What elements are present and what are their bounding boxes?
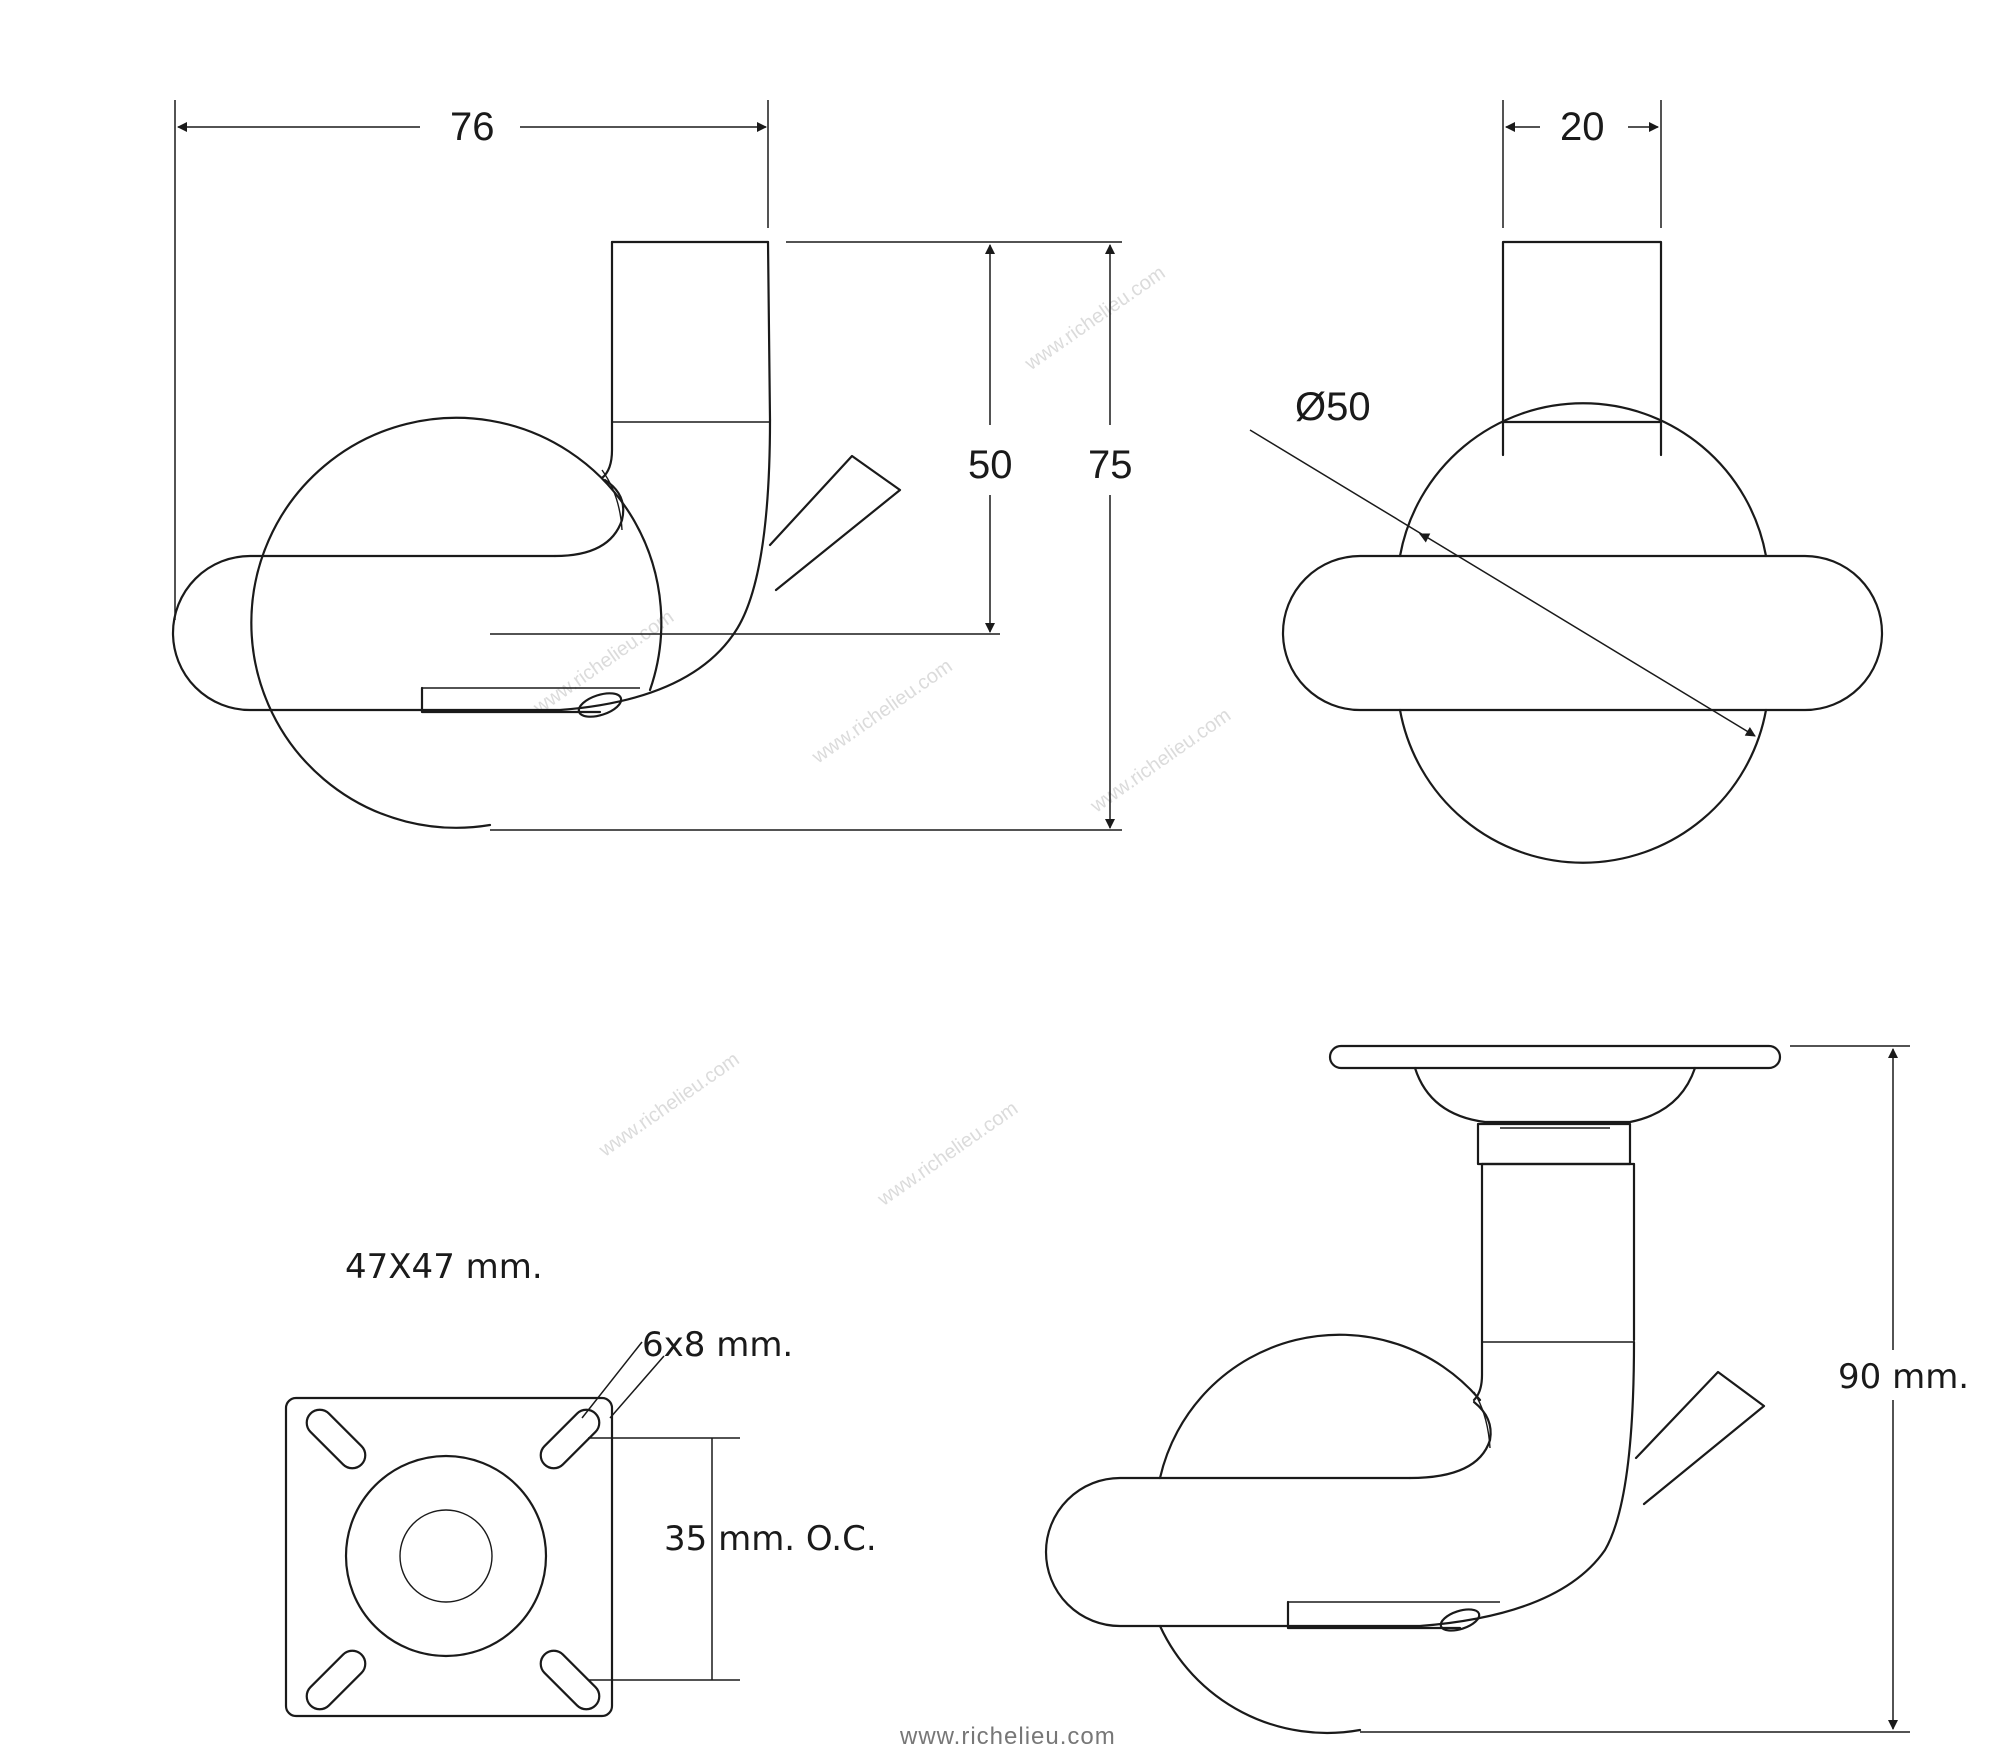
assembled-view-dimensions: 90 mm. (1360, 1045, 1969, 1733)
side-bracket (420, 686, 602, 714)
side-stem (600, 240, 614, 480)
watermark-ghost: www.richelieu.com (529, 606, 678, 720)
assembled-arm (1044, 1340, 1636, 1628)
side-arm (171, 418, 772, 712)
assembled-arm-bend-inner (1473, 1391, 1491, 1449)
assembled-axle-slot (1439, 1608, 1481, 1632)
front-stem (1501, 240, 1663, 424)
slot-leader-1 (581, 1341, 643, 1419)
plate-swivel-outer (344, 1454, 548, 1658)
dim-diameter-leader (1249, 429, 1756, 737)
watermark-ghost: www.richelieu.com (807, 655, 956, 769)
plate-swivel-inner (399, 1509, 493, 1603)
assembled-swivel-neck (1476, 1122, 1632, 1166)
plate-view (284, 1396, 614, 1718)
website-watermark: www.richelieu.com (899, 1723, 1116, 1750)
dim-label-plate-size: 47X47 mm. (345, 1247, 543, 1287)
assembled-bracket (1286, 1600, 1462, 1630)
watermark-ghost: www.richelieu.com (1086, 704, 1235, 818)
watermark-ghost: www.richelieu.com (1020, 262, 1169, 376)
dim-label-overall-height: 90 mm. (1838, 1357, 1969, 1397)
dim-label-diameter: Ø50 (1295, 385, 1371, 429)
side-stem-right (766, 240, 772, 422)
watermark-ghost: www.richelieu.com (594, 1048, 743, 1162)
plate-slot-bottom-right (539, 1649, 601, 1711)
dim-label-76: 76 (450, 105, 495, 149)
dim-label-75: 75 (1088, 443, 1133, 487)
side-view-dimensions: 76 50 75 (174, 100, 1133, 831)
side-view (171, 240, 1000, 829)
assembled-wheel (1158, 1333, 1482, 1735)
side-axle-slot (577, 692, 623, 718)
side-wheel (250, 416, 663, 829)
assembled-view (1044, 1044, 1782, 1735)
dim-label-hole-spacing: 35 mm. O.C. (664, 1519, 877, 1559)
front-wheel (1398, 402, 1768, 864)
front-axle-housing (1281, 554, 1884, 712)
side-arm-bend (553, 478, 625, 558)
assembled-arm-bend (1408, 1400, 1492, 1480)
plate-view-dimensions: 47X47 mm. 6x8 mm. 35 mm. O.C. (345, 1247, 877, 1681)
assembled-brake-lever (1634, 1370, 1766, 1506)
front-view-dimensions: 20 (1502, 100, 1662, 228)
plate-slot-bottom-left (305, 1649, 367, 1711)
plate-slot-top-right (539, 1408, 601, 1470)
watermark-ghost: www.richelieu.com (873, 1097, 1022, 1211)
slot-leader-2 (609, 1355, 665, 1419)
dim-label-50: 50 (968, 443, 1013, 487)
assembled-stem (1472, 1162, 1636, 1402)
dim-diameter-start (1419, 533, 1431, 543)
assembled-swivel-bearing (1413, 1066, 1697, 1124)
plate-slot-top-left (305, 1408, 367, 1470)
side-brake-lever (768, 454, 902, 592)
side-arm-bend-inner (601, 469, 623, 531)
plate-outline (284, 1396, 614, 1718)
dim-label-20: 20 (1560, 105, 1605, 149)
dim-label-slot-size: 6x8 mm. (642, 1325, 793, 1365)
front-view: Ø50 (1249, 240, 1884, 864)
front-stem-neck (1501, 420, 1663, 457)
assembled-top-plate (1328, 1044, 1782, 1070)
